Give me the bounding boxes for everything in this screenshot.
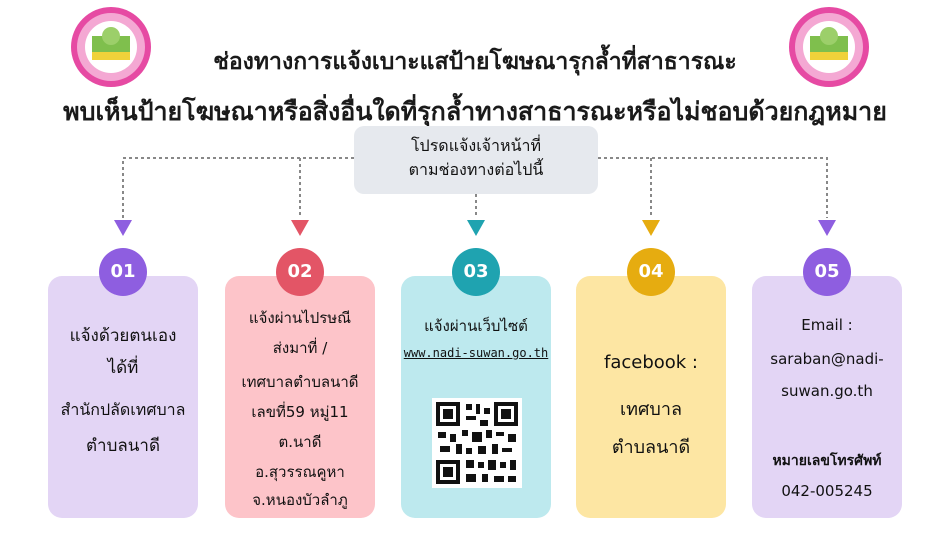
- notice-line1: โปรดแจ้งเจ้าหน้าที่: [410, 136, 542, 155]
- card-text: Email :: [801, 316, 853, 334]
- website-link[interactable]: www.nadi-suwan.go.th: [403, 346, 549, 360]
- card-text: แจ้งด้วยตนเอง: [69, 326, 177, 346]
- card-text: แจ้งผ่านเว็บไซต์: [424, 317, 528, 335]
- channel-number-badge: 05: [803, 248, 851, 296]
- card-text: สำนักปลัดเทศบาล: [60, 400, 186, 419]
- arrow-down-icon: [291, 220, 309, 236]
- phone-label: หมายเลขโทรศัพท์: [772, 453, 882, 469]
- card-text: ต.นาดี: [278, 433, 322, 451]
- page-title-line1: ช่องทางการแจ้งเบาะแสป้ายโฆษณารุกล้ำที่สา…: [213, 49, 737, 75]
- phone-number: 042-005245: [781, 482, 873, 500]
- card-text: ตำบลนาดี: [611, 437, 691, 458]
- card-text: แจ้งผ่านไปรษณี: [248, 309, 352, 327]
- card-text: เทศบาลตำบลนาดี: [241, 373, 359, 391]
- notice-line2: ตามช่องทางต่อไปนี้: [408, 160, 544, 179]
- email-address: suwan.go.th: [781, 382, 873, 400]
- card-text: facebook :: [604, 352, 698, 373]
- channel-card-email-phone: Email : saraban@nadi- suwan.go.th หมายเล…: [752, 276, 902, 518]
- municipality-seal-left-icon: [70, 6, 152, 88]
- card-text: ส่งมาที่ /: [272, 339, 328, 357]
- arrow-down-icon: [818, 220, 836, 236]
- card-text: ตำบลนาดี: [85, 436, 160, 456]
- channel-number-badge: 04: [627, 248, 675, 296]
- channel-card-in-person: แจ้งด้วยตนเอง ได้ที่ สำนักปลัดเทศบาล ตำบ…: [48, 276, 198, 518]
- channel-number-badge: 02: [276, 248, 324, 296]
- arrow-down-icon: [467, 220, 485, 236]
- card-text: จ.หนองบัวลำภู: [252, 491, 348, 509]
- card-text: เทศบาล: [619, 399, 682, 420]
- arrow-down-icon: [642, 220, 660, 236]
- channel-card-post: แจ้งผ่านไปรษณี ส่งมาที่ / เทศบาลตำบลนาดี…: [225, 276, 375, 518]
- email-address: saraban@nadi-: [770, 350, 884, 368]
- municipality-seal-right-icon: [788, 6, 870, 88]
- card-text: เลขที่59 หมู่11: [251, 403, 349, 421]
- qr-code-icon[interactable]: [432, 398, 522, 488]
- notice-box: โปรดแจ้งเจ้าหน้าที่ ตามช่องทางต่อไปนี้: [354, 126, 598, 194]
- channel-number-badge: 01: [99, 248, 147, 296]
- channel-card-website: แจ้งผ่านเว็บไซต์ www.nadi-suwan.go.th: [401, 276, 551, 518]
- arrow-down-icon: [114, 220, 132, 236]
- channel-number-badge: 03: [452, 248, 500, 296]
- page-title-line2: พบเห็นป้ายโฆษณาหรือสิ่งอื่นใดที่รุกล้ำทา…: [63, 97, 887, 126]
- channel-card-facebook: facebook : เทศบาล ตำบลนาดี: [576, 276, 726, 518]
- card-text: อ.สุวรรณคูหา: [255, 463, 345, 481]
- card-text: ได้ที่: [107, 358, 139, 378]
